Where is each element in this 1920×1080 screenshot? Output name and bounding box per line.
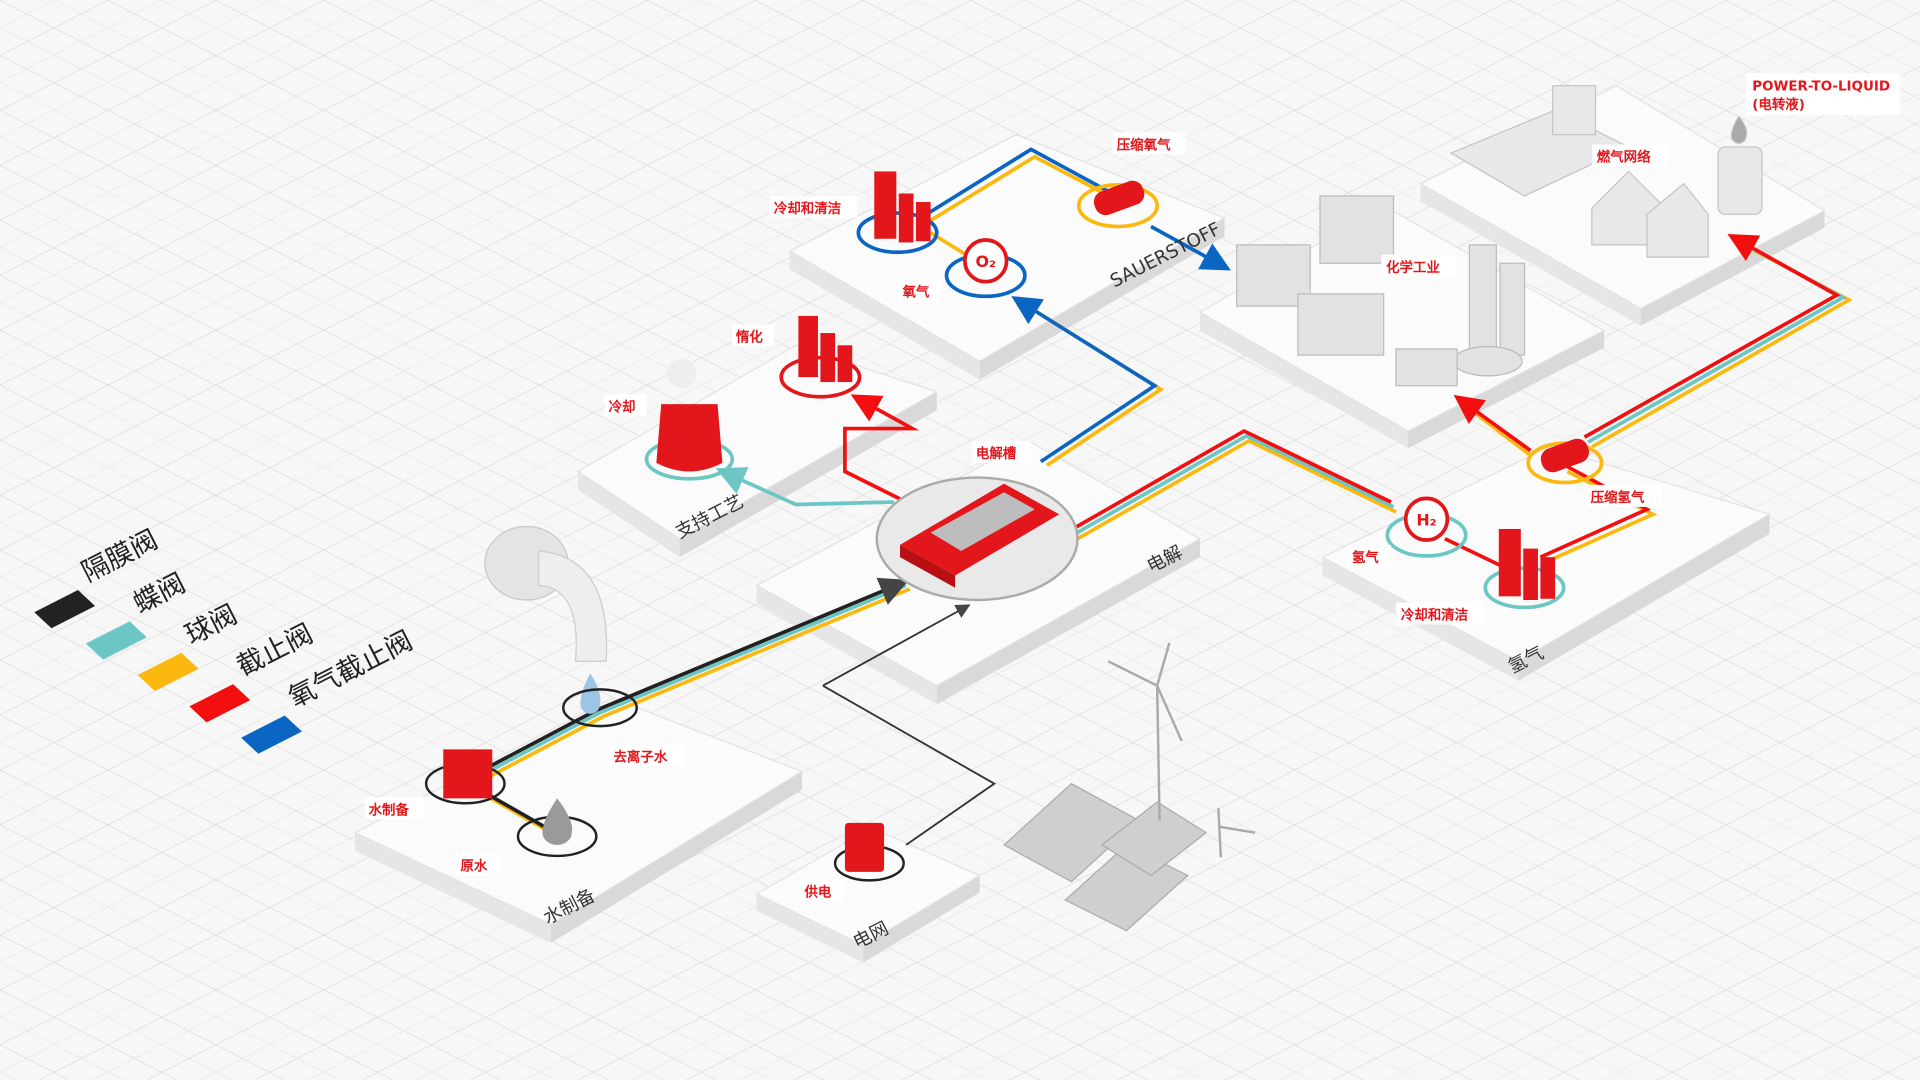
label-o2-cooling: 冷却和清洁: [774, 200, 841, 217]
label-gas-network: 燃气网络: [1597, 149, 1651, 166]
electrolyzer-stack-icon: [875, 476, 1079, 602]
platform-power: [755, 827, 981, 963]
gas-network-buildings-icon: [1449, 85, 1763, 258]
label-ptl-title: POWER-TO-LIQUID: [1752, 80, 1890, 95]
label-h2-cooling: 冷却和清洁: [1401, 607, 1468, 624]
solar-panels-icon: [1003, 782, 1208, 932]
h2-compressor-icon: [1526, 438, 1604, 485]
chemical-plant-icon: [1236, 195, 1526, 387]
label-deionized-water: 去离子水: [613, 749, 667, 766]
power-supply-cabinet-icon: [833, 822, 905, 882]
water-treatment-unit-icon: [424, 749, 506, 805]
inerting-tanks-icon: [779, 315, 862, 399]
h2-cooling-tanks-icon: [1483, 528, 1566, 610]
label-inerting: 惰化: [736, 329, 763, 346]
label-chemical-industry: 化学工业: [1386, 259, 1440, 276]
platform-support: [576, 344, 939, 558]
label-o2-gas: 氧气: [901, 283, 929, 300]
label-cooling: 冷却: [609, 398, 636, 415]
faucet-icon: [484, 525, 608, 714]
label-o2-compress: 压缩氧气: [1117, 136, 1171, 153]
label-h2-compress: 压缩氢气: [1591, 489, 1645, 506]
o2-cooling-tanks-icon: [856, 171, 939, 255]
label-h2-gas: 氢气: [1352, 549, 1379, 566]
o2-symbol: O₂: [975, 252, 996, 271]
wind-turbine-icon: [1107, 642, 1256, 858]
h2-symbol: H₂: [1416, 510, 1436, 529]
o2-compressor-icon: [1076, 180, 1159, 229]
label-water-prep: 水制备: [369, 801, 410, 818]
label-electrolyzer: 电解槽: [976, 445, 1017, 462]
o2-symbol-icon: O₂: [944, 238, 1027, 299]
pipes: [460, 147, 1853, 846]
label-power-supply: 供电: [803, 883, 831, 900]
h2-symbol-icon: H₂: [1385, 496, 1468, 558]
cooling-tower-icon: [644, 358, 735, 481]
label-raw-water: 原水: [460, 858, 487, 875]
raw-water-drop-icon: [516, 798, 598, 858]
label-ptl-subtitle: (电转液): [1752, 96, 1805, 113]
